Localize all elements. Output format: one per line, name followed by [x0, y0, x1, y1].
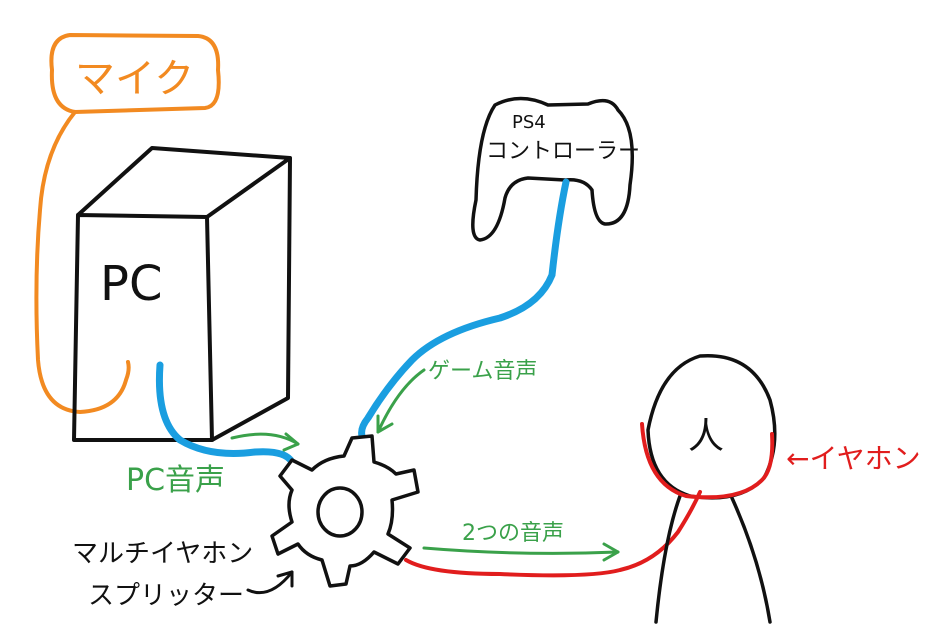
pc-audio-arrowhead: [282, 432, 300, 452]
splitter-pointer-arrow: [246, 570, 294, 595]
controller-cable: [358, 178, 570, 440]
controller-outline: [471, 96, 635, 242]
gear-hole: [316, 486, 364, 538]
pc-front: [72, 213, 214, 442]
splitter-pointer-arrowhead: [276, 570, 294, 588]
mic-node: マイク: [34, 33, 221, 415]
game-audio-label: ゲーム音声: [428, 359, 537, 384]
person-body-left: [654, 494, 682, 624]
game-audio-arrowhead: [376, 414, 394, 434]
controller-label-1: PS4: [512, 112, 546, 133]
splitter-node: マルチイヤホン スプリッター: [72, 434, 420, 611]
earphone-label: ←イヤホン: [786, 442, 921, 475]
mic-label: マイク: [75, 56, 194, 102]
person-face-label: 人: [688, 416, 724, 457]
both-audio-label: 2つの音声: [462, 521, 564, 546]
pc-top: [76, 146, 292, 219]
splitter-label-2: スプリッター: [88, 581, 244, 611]
pc-side: [211, 157, 292, 442]
earphone-loop: [640, 422, 775, 500]
game-audio-arrow: [376, 368, 426, 434]
controller-label-2: コントローラー: [486, 139, 640, 164]
splitter-label-1: マルチイヤホン: [72, 539, 253, 569]
pc-audio-cable: [155, 361, 296, 466]
pc-audio-label: PC音声: [126, 463, 225, 498]
game-audio-signal: ゲーム音声: [376, 359, 537, 434]
person-body-right: [730, 496, 772, 624]
pc-audio-signal: PC音声: [126, 432, 300, 498]
both-audio-arrow: [422, 546, 620, 555]
controller-node: PS4 コントローラー: [358, 96, 640, 440]
mic-cable: [34, 110, 131, 415]
pc-label: PC: [100, 256, 162, 312]
earphone-cable: [404, 490, 702, 578]
both-audio-signal: 2つの音声: [422, 521, 620, 562]
both-audio-arrowhead: [602, 542, 620, 562]
mic-bubble: [49, 33, 221, 114]
person-node: 人 ←イヤホン: [640, 353, 921, 624]
gear-icon: [270, 434, 420, 588]
pc-node: PC: [72, 146, 296, 466]
